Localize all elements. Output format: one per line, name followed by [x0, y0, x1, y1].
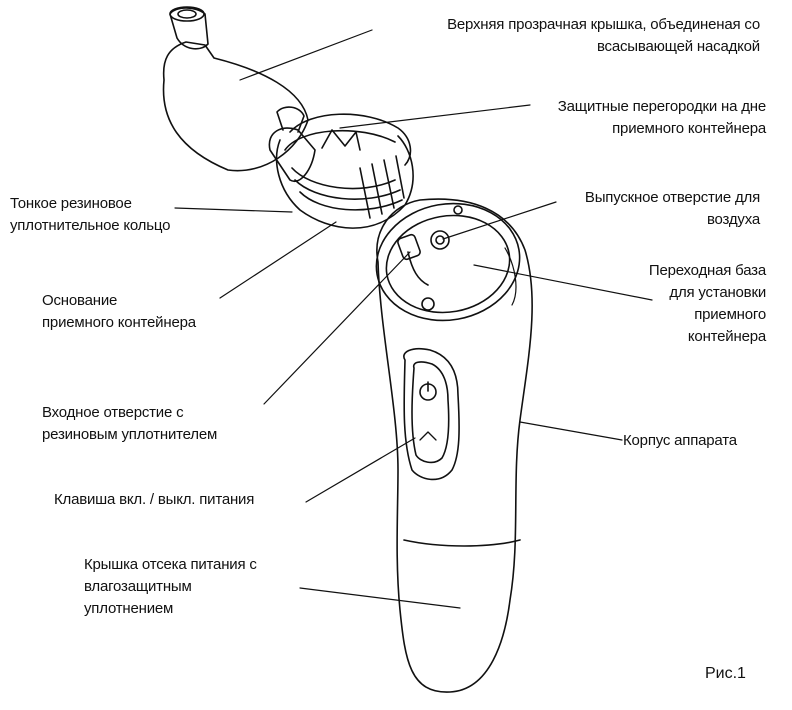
label-body: Корпус аппарата	[623, 430, 773, 452]
label-battery-cover: Крышка отсека питания с влагозащитным уп…	[84, 554, 314, 620]
label-adapter-base: Переходная база для установки приемного …	[620, 260, 766, 348]
device-body-drawing	[367, 192, 532, 692]
figure-caption: Рис.1	[705, 665, 746, 683]
label-ring: Тонкое резиновое уплотнительное кольцо	[10, 193, 200, 237]
label-inlet: Входное отверстие с резиновым уплотнител…	[42, 402, 262, 446]
label-baffles: Защитные перегородки на дне приемного ко…	[520, 96, 766, 140]
container-base-drawing	[269, 107, 413, 228]
top-cap-drawing	[164, 7, 308, 171]
label-power-key: Клавиша вкл. / выкл. питания	[54, 489, 314, 511]
label-container-base: Основание приемного контейнера	[42, 290, 242, 334]
label-air-outlet: Выпускное отверстие для воздуха	[540, 187, 760, 231]
label-top-cap: Верхняя прозрачная крышка, объединеная с…	[370, 14, 760, 58]
